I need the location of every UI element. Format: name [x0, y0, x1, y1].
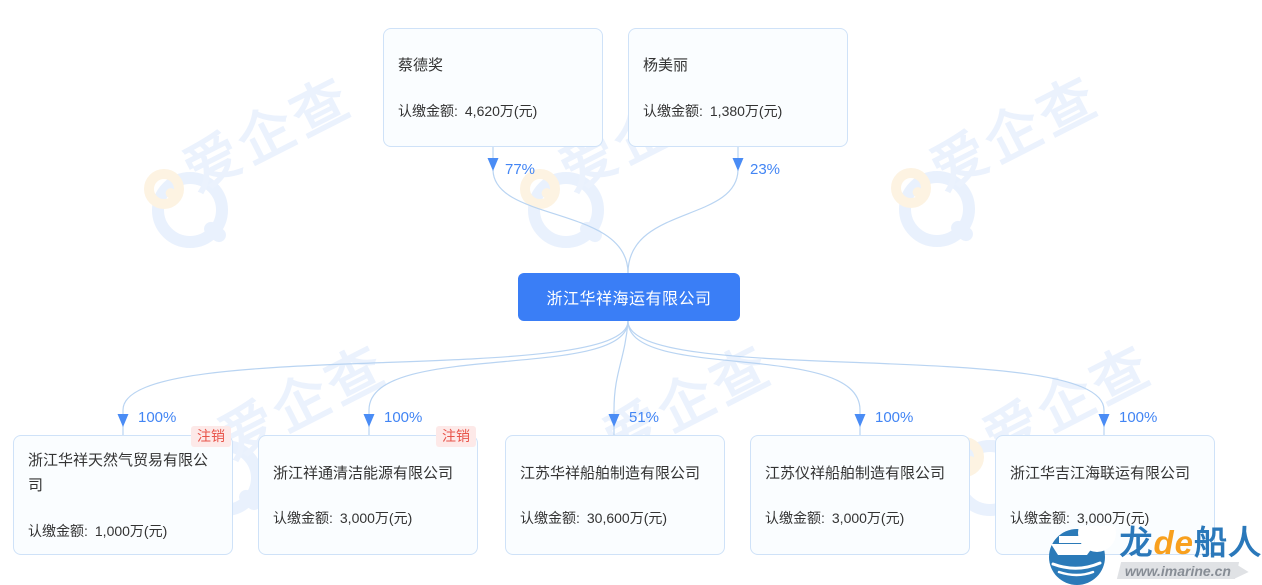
subsidiary-card[interactable]: 注销 浙江祥通清洁能源有限公司 认缴金额: 3,000万(元) — [258, 426, 478, 555]
shareholder-card[interactable]: 蔡德奖 认缴金额: 4,620万(元) — [383, 28, 603, 147]
ownership-percent: 77% — [505, 161, 536, 178]
amount-value: 1,380万(元) — [709, 102, 783, 119]
amount-label: 认缴金额: — [273, 510, 333, 527]
company-name: 江苏仪祥船舶制造有限公司 — [765, 464, 946, 482]
amount-label: 认缴金额: — [1010, 510, 1070, 527]
arrowhead-icon — [854, 414, 866, 427]
amount-value: 3,000万(元) — [1076, 510, 1150, 527]
shareholder-card[interactable]: 杨美丽 认缴金额: 1,380万(元) — [628, 28, 848, 147]
status-badge: 注销 — [436, 426, 476, 447]
company-name: 浙江华吉江海联运有限公司 — [1010, 464, 1191, 482]
imarine-brand-watermark: 龙de船人 www.imarine.cn — [1037, 514, 1262, 585]
amount-label: 认缴金额: — [765, 510, 825, 527]
amount-value: 30,600万(元) — [586, 510, 668, 527]
subscribed-amount: 认缴金额: 4,620万(元) — [398, 101, 588, 121]
subscribed-amount: 认缴金额: 3,000万(元) — [1010, 508, 1200, 528]
subscribed-amount: 认缴金额: 30,600万(元) — [520, 508, 710, 528]
root-company-node[interactable]: 浙江华祥海运有限公司 — [518, 273, 740, 321]
brand-url: www.imarine.cn — [1125, 562, 1232, 579]
shareholder-name: 杨美丽 — [643, 57, 689, 75]
ownership-percent: 100% — [138, 409, 177, 426]
subscribed-amount: 认缴金额: 3,000万(元) — [273, 508, 463, 528]
amount-value: 4,620万(元) — [464, 102, 538, 119]
arrowhead-icon — [608, 414, 620, 427]
amount-label: 认缴金额: — [398, 102, 458, 119]
ownership-percent: 51% — [629, 409, 660, 426]
subscribed-amount: 认缴金额: 3,000万(元) — [765, 508, 955, 528]
subsidiary-card[interactable]: 浙江华吉江海联运有限公司 认缴金额: 3,000万(元) — [995, 435, 1215, 555]
amount-label: 认缴金额: — [28, 522, 88, 539]
company-name: 浙江祥通清洁能源有限公司 — [273, 464, 454, 482]
subsidiary-card[interactable]: 江苏仪祥船舶制造有限公司 认缴金额: 3,000万(元) — [750, 435, 970, 555]
amount-value: 3,000万(元) — [339, 510, 413, 527]
amount-label: 认缴金额: — [520, 510, 580, 527]
subsidiary-card[interactable]: 江苏华祥船舶制造有限公司 认缴金额: 30,600万(元) — [505, 435, 725, 555]
brand-url-band: www.imarine.cn — [1117, 562, 1240, 579]
company-name: 浙江华祥天然气贸易有限公司 — [28, 452, 209, 494]
amount-value: 1,000万(元) — [94, 522, 168, 539]
ownership-percent: 23% — [750, 161, 781, 178]
subscribed-amount: 认缴金额: 1,380万(元) — [643, 101, 833, 121]
status-badge: 注销 — [191, 426, 231, 447]
amount-value: 3,000万(元) — [831, 510, 905, 527]
ownership-percent: 100% — [1119, 409, 1158, 426]
subscribed-amount: 认缴金额: 1,000万(元) — [28, 521, 218, 541]
arrowhead-icon — [363, 414, 375, 427]
subsidiary-card[interactable]: 注销 浙江华祥天然气贸易有限公司 认缴金额: 1,000万(元) — [13, 426, 233, 555]
arrowhead-icon — [732, 158, 744, 171]
ownership-percent: 100% — [384, 409, 423, 426]
root-company-name: 浙江华祥海运有限公司 — [546, 291, 712, 308]
arrowhead-icon — [487, 158, 499, 171]
shareholder-name: 蔡德奖 — [398, 57, 444, 75]
amount-label: 认缴金额: — [643, 102, 703, 119]
ownership-percent: 100% — [875, 409, 914, 426]
brand-name: 龙de船人 — [1119, 524, 1262, 561]
arrowhead-icon — [1098, 414, 1110, 427]
company-name: 江苏华祥船舶制造有限公司 — [520, 464, 701, 482]
ship-logo-icon — [1037, 514, 1119, 585]
arrowhead-icon — [117, 414, 129, 427]
